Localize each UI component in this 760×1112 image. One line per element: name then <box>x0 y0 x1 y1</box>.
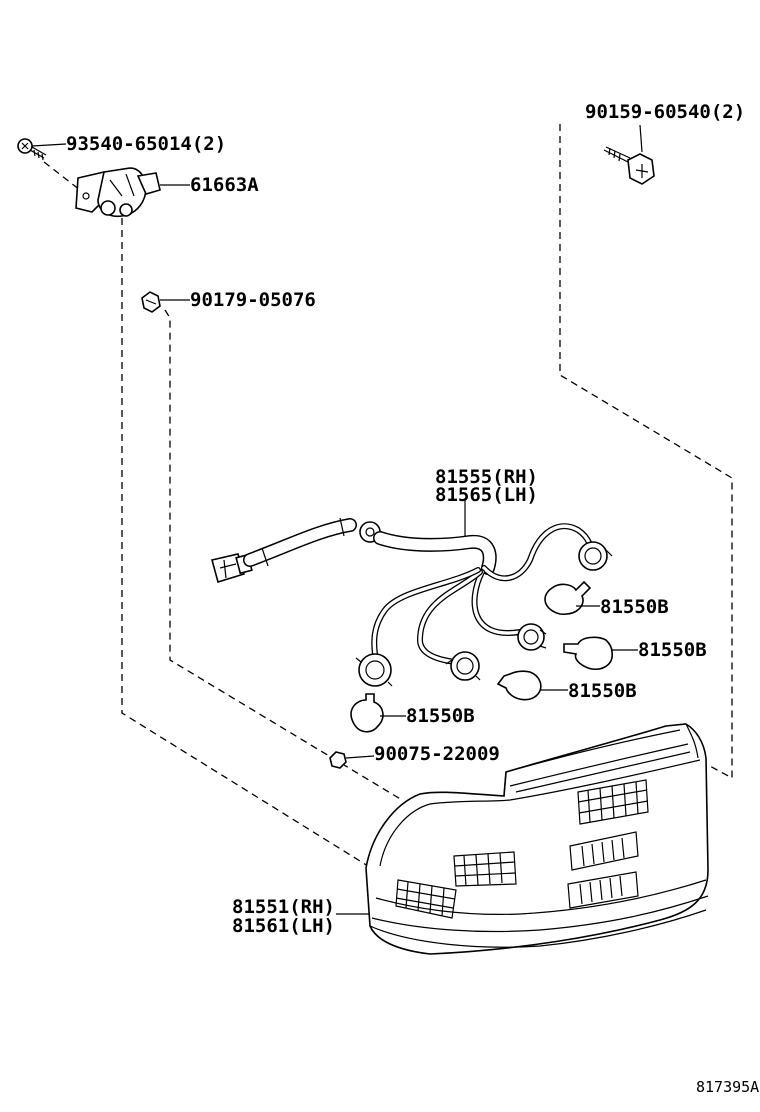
screw-top-right[interactable] <box>603 146 655 185</box>
label-bulb-4: 81550B <box>406 705 475 727</box>
screw-top-left[interactable] <box>17 138 47 161</box>
label-clip-nut: 90179-05076 <box>190 289 316 311</box>
bulb-1[interactable] <box>544 580 592 615</box>
label-socket: 61663A <box>190 174 259 196</box>
label-screw-top-right: 90159-60540(2) <box>585 101 745 123</box>
bulb-2[interactable] <box>563 636 613 670</box>
label-screw-top-left: 93540-65014(2) <box>66 133 226 155</box>
label-lamp-rh: 81551(RH) <box>232 896 335 918</box>
wire-harness[interactable] <box>211 517 613 687</box>
bulb-3[interactable] <box>496 670 542 701</box>
bulb-socket-4 <box>355 653 393 687</box>
lamp-reflector-grid-lower <box>395 879 457 919</box>
leader-screw-top-right <box>639 124 643 153</box>
label-harness-lh: 81565(LH) <box>435 484 538 506</box>
figure-id: 817395A <box>696 1078 759 1096</box>
leader-nut <box>345 755 375 759</box>
clip-nut-90179[interactable] <box>141 291 161 313</box>
label-bulb-3: 81550B <box>568 680 637 702</box>
lamp-slot-lower <box>567 871 639 909</box>
bulb-socket-2 <box>517 623 547 651</box>
lamp-slot-upper <box>569 831 639 871</box>
lamp-reflector-grid-middle <box>453 851 517 887</box>
label-harness-rh: 81555(RH) <box>435 466 538 488</box>
label-bulb-2: 81550B <box>638 639 707 661</box>
assembly-dashed-lines <box>121 124 733 867</box>
label-lamp-lh: 81561(LH) <box>232 915 335 937</box>
label-nut: 90075-22009 <box>374 743 500 765</box>
bulb-socket-3 <box>445 651 481 681</box>
rear-combination-lamp[interactable] <box>365 723 709 955</box>
label-bulb-1: 81550B <box>600 596 669 618</box>
bulb-4[interactable] <box>350 693 384 733</box>
socket-61663A[interactable] <box>75 167 161 218</box>
lamp-reflector-grid-upper <box>577 779 649 825</box>
nut-90075[interactable] <box>329 751 347 769</box>
bulb-socket-1 <box>578 541 613 571</box>
leader-screw-top-left <box>31 143 67 147</box>
